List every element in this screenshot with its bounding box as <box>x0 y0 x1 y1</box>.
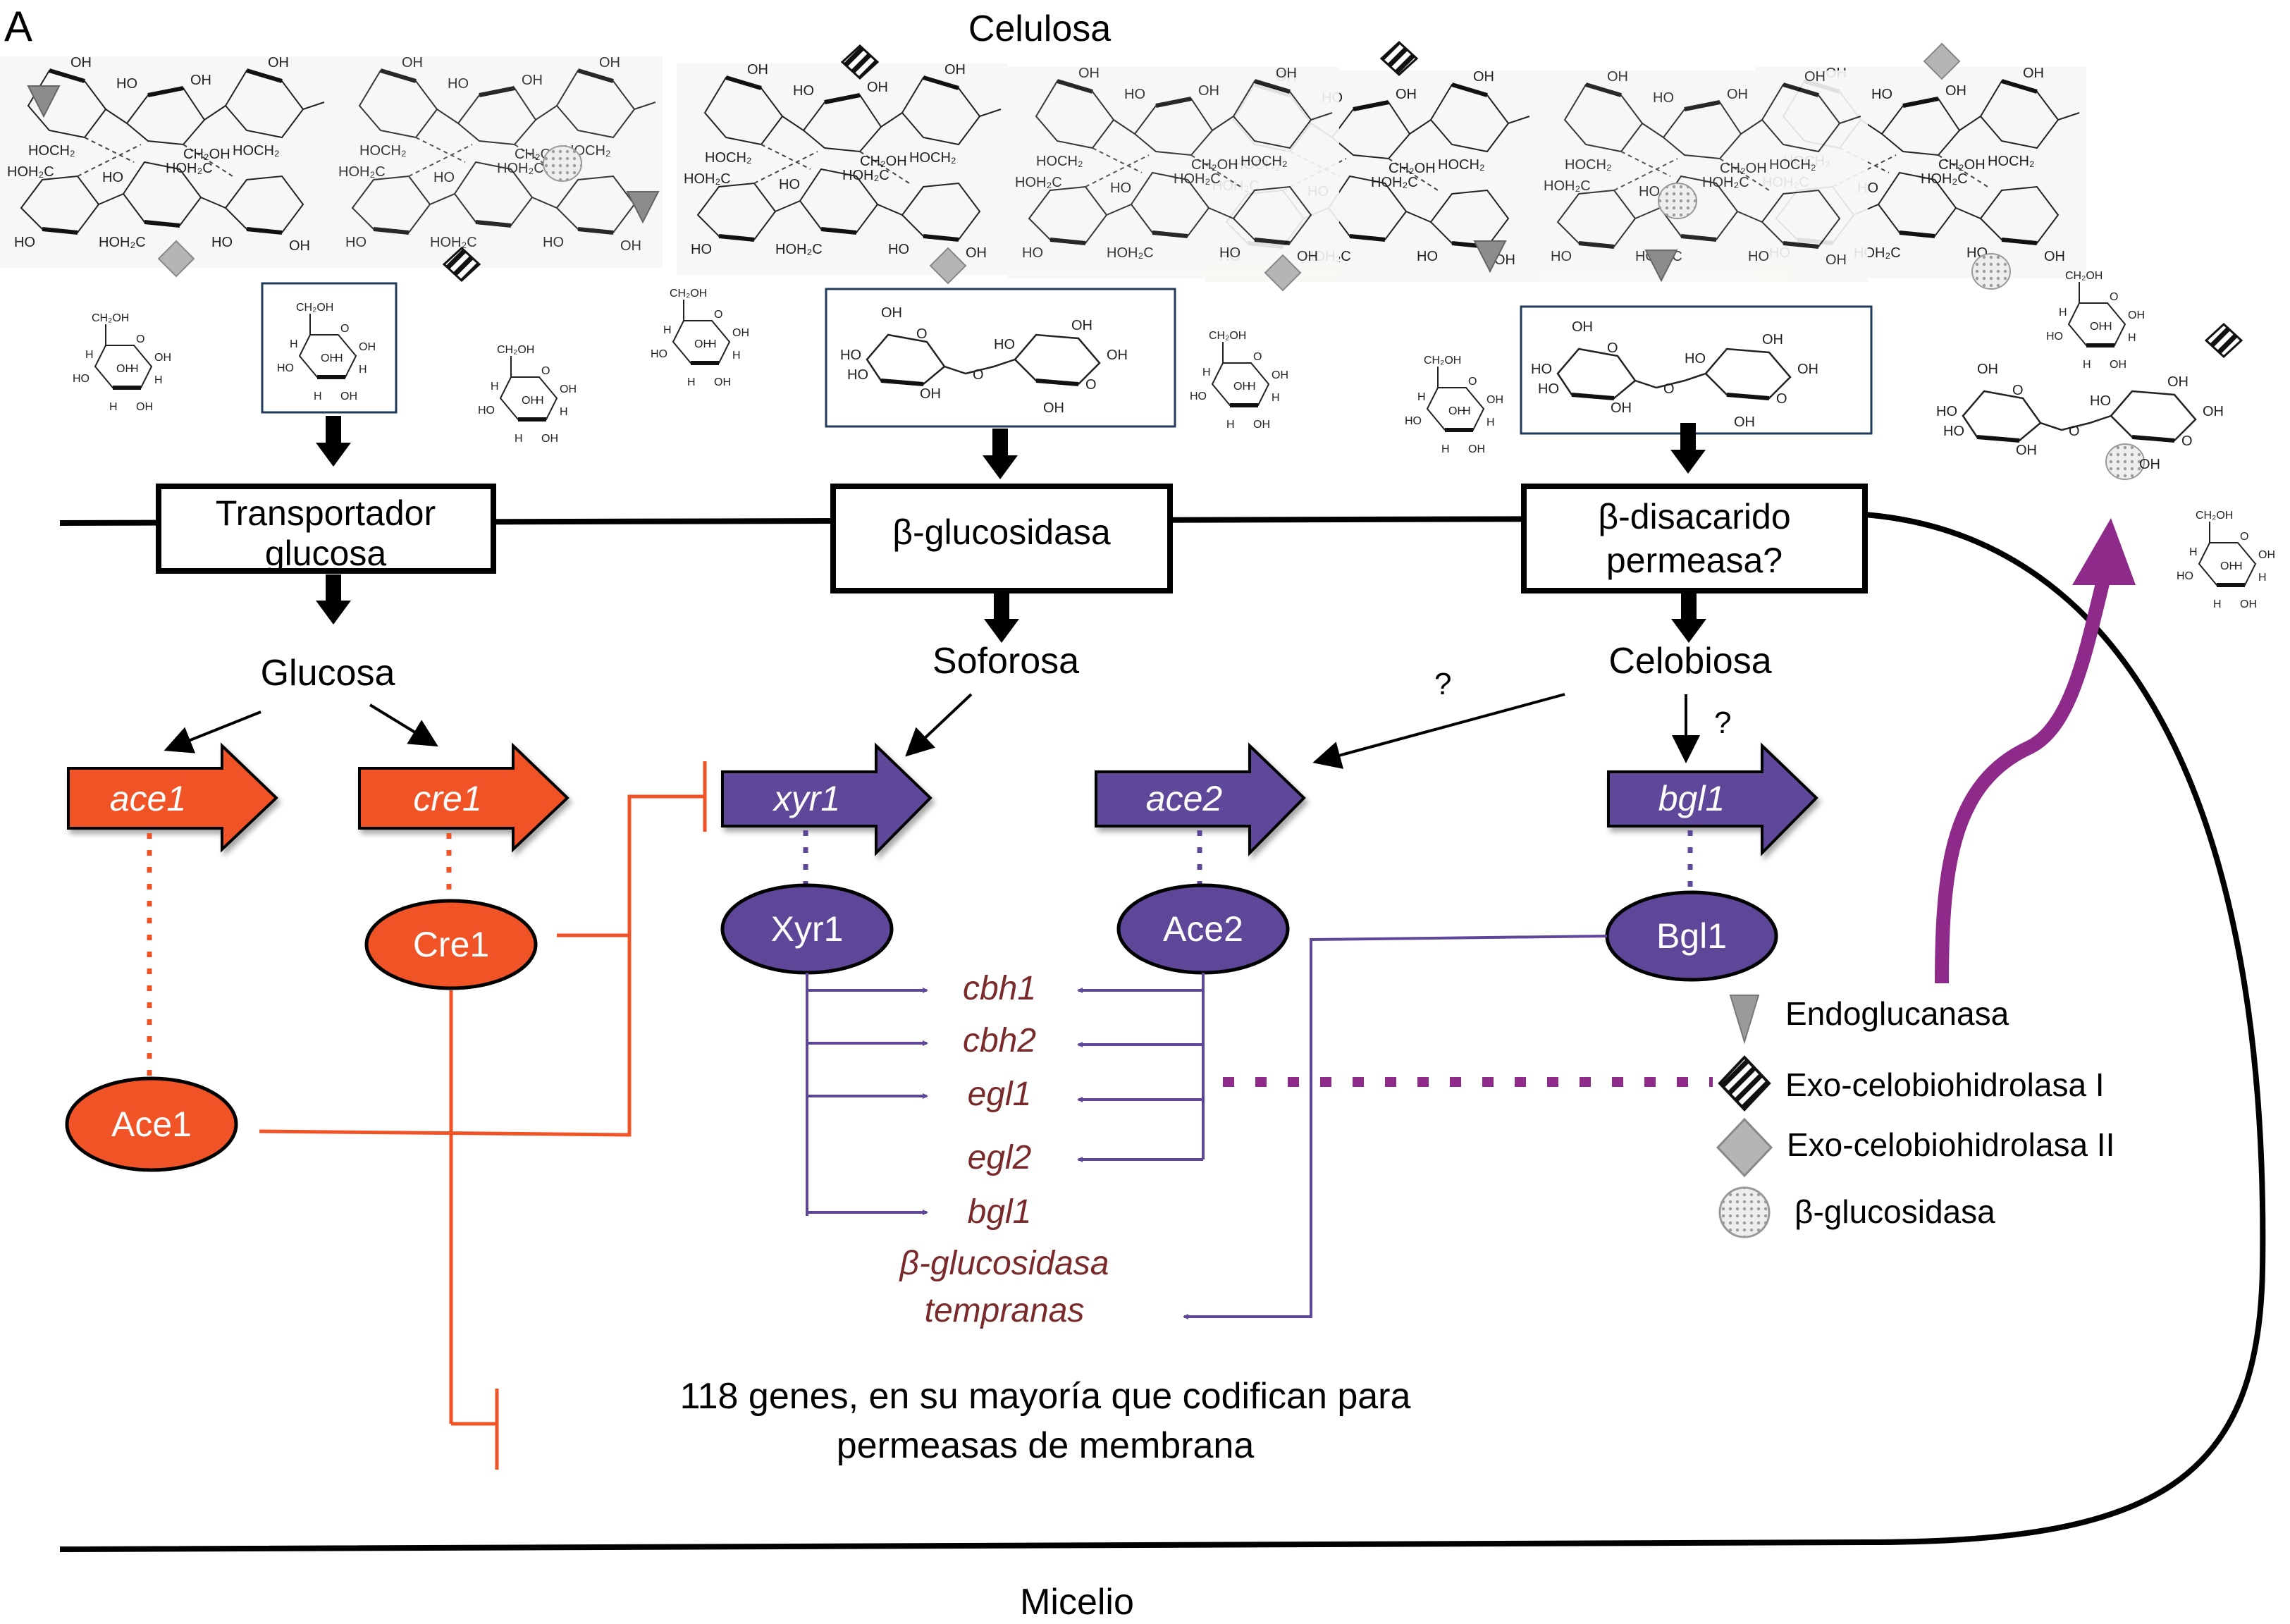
svg-text:Ace1: Ace1 <box>111 1105 192 1144</box>
svg-text:glucosa: glucosa <box>265 534 387 573</box>
gene-ace1: ace1 <box>67 742 278 853</box>
compartment-label: Micelio <box>1020 1582 1134 1623</box>
beta-glucosidase-icon <box>1658 183 1697 219</box>
legend-item-endoglucanase: Endoglucanasa <box>1729 995 2009 1045</box>
protein-bgl1: Bgl1 <box>1605 890 1778 982</box>
svg-text:Xyr1: Xyr1 <box>771 909 844 949</box>
target-gene: egl2 <box>968 1139 1032 1176</box>
gene-cre1: cre1 <box>358 742 570 853</box>
disaccharide-highlight-box <box>825 288 1176 428</box>
protein-cre1: Cre1 <box>364 899 538 990</box>
legend: Endoglucanasa Exo-celobiohidrolasa I Exo… <box>1716 995 2114 1238</box>
secretion-arrow <box>1935 518 2136 984</box>
glucose-highlight-box <box>261 282 398 414</box>
cellulose-title: Celulosa <box>968 8 1111 49</box>
svg-text:Endoglucanasa: Endoglucanasa <box>1785 995 2009 1032</box>
beta-glucosidase-icon <box>543 145 582 182</box>
svg-text:Bgl1: Bgl1 <box>1656 916 1727 956</box>
early-bgl-line1: β-glucosidasa <box>899 1245 1109 1282</box>
endoglucanase-icon <box>1644 250 1678 283</box>
exo-cbh-i-icon <box>2204 322 2243 359</box>
inducer-glucose: Glucosa <box>261 653 395 694</box>
svg-text:ace1: ace1 <box>110 779 186 818</box>
early-bgl-line2: tempranas <box>925 1292 1085 1329</box>
exo-cbh-i-icon <box>442 246 481 283</box>
repression-lines <box>259 761 707 1470</box>
svg-text:permeasa?: permeasa? <box>1606 541 1783 580</box>
target-gene: bgl1 <box>968 1193 1032 1231</box>
gene-ace2: ace2 <box>1095 742 1306 856</box>
genes-note-line1: 118 genes, en su mayoría que codifican p… <box>680 1376 1411 1417</box>
triangle-down-icon <box>1729 995 1760 1045</box>
protein-ace2: Ace2 <box>1116 883 1290 975</box>
unknown-mark-ace2: ? <box>1434 667 1451 701</box>
target-gene: cbh2 <box>963 1022 1036 1059</box>
membrane-protein-glucose-transporter: Transportador glucosa <box>156 484 496 574</box>
svg-text:bgl1: bgl1 <box>1658 779 1725 818</box>
membrane-protein-disaccharide-permease: β-disacarido permeasa? <box>1521 484 1868 593</box>
cellobiose-highlight-box <box>1520 305 1873 435</box>
target-gene: egl1 <box>968 1076 1032 1113</box>
svg-text:β-glucosidasa: β-glucosidasa <box>892 512 1111 552</box>
uptake-arrows <box>316 416 1706 479</box>
membrane-curve <box>59 512 2266 1552</box>
protein-xyr1: Xyr1 <box>720 883 894 975</box>
genes-note-line2: permeasas de membrana <box>837 1425 1255 1466</box>
signal-arrows <box>164 693 1700 769</box>
free-sugars <box>73 270 2275 610</box>
enzyme-symbols <box>27 40 2243 480</box>
svg-text:ace2: ace2 <box>1146 779 1223 818</box>
beta-glucosidase-icon <box>1971 253 2011 290</box>
inducer-cellobiose: Celobiosa <box>1608 641 1771 682</box>
svg-text:Exo-celobiohidrolasa I: Exo-celobiohidrolasa I <box>1785 1066 2105 1103</box>
exo-cbh-i-icon <box>1379 40 1419 77</box>
exo-cbh-ii-icon <box>157 240 195 278</box>
target-genes: cbh1 cbh2 egl1 egl2 bgl1 β-glucosidasa t… <box>899 970 1109 1329</box>
exo-cbh-ii-icon <box>929 247 967 285</box>
exo-cbh-ii-icon <box>1923 42 1961 80</box>
gene-bgl1: bgl1 <box>1607 742 1818 856</box>
activation-lines <box>806 935 1608 1320</box>
svg-text:β-disacarido: β-disacarido <box>1598 497 1790 536</box>
translation-links <box>147 830 1693 1078</box>
cellulose-structure <box>0 55 2086 282</box>
legend-item-exo-cbh-ii: Exo-celobiohidrolasa II <box>1716 1117 2114 1178</box>
diamond-icon <box>1716 1117 1773 1178</box>
svg-text:cre1: cre1 <box>413 779 481 818</box>
endoglucanase-icon <box>27 85 61 118</box>
endoglucanase-icon <box>626 191 660 224</box>
svg-text:xyr1: xyr1 <box>772 779 840 818</box>
gene-xyr1: xyr1 <box>721 742 932 856</box>
beta-glucosidase-icon <box>2105 443 2145 480</box>
target-gene: cbh1 <box>963 970 1036 1007</box>
exo-cbh-ii-icon <box>1264 254 1302 292</box>
endoglucanase-icon <box>1473 240 1507 273</box>
unknown-mark-bgl1: ? <box>1714 706 1731 740</box>
legend-item-exo-cbh-i: Exo-celobiohidrolasa I <box>1718 1055 2105 1112</box>
svg-text:Cre1: Cre1 <box>413 925 489 964</box>
svg-text:β-glucosidasa: β-glucosidasa <box>1795 1193 1995 1230</box>
membrane-protein-beta-glucosidase: β-glucosidasa <box>830 484 1173 593</box>
protein-ace1: Ace1 <box>65 1076 238 1172</box>
exo-cbh-i-icon <box>840 44 880 80</box>
legend-item-beta-glucosidase: β-glucosidasa <box>1718 1186 1995 1238</box>
dotted-circle-icon <box>1718 1186 1771 1238</box>
svg-text:Transportador: Transportador <box>216 493 436 533</box>
inducer-sophorose: Soforosa <box>932 641 1079 682</box>
striped-diamond-icon <box>1718 1055 1771 1112</box>
panel-label: A <box>4 3 32 50</box>
svg-text:Ace2: Ace2 <box>1163 909 1243 949</box>
svg-text:Exo-celobiohidrolasa II: Exo-celobiohidrolasa II <box>1787 1126 2114 1163</box>
internal-arrows <box>316 574 1706 643</box>
